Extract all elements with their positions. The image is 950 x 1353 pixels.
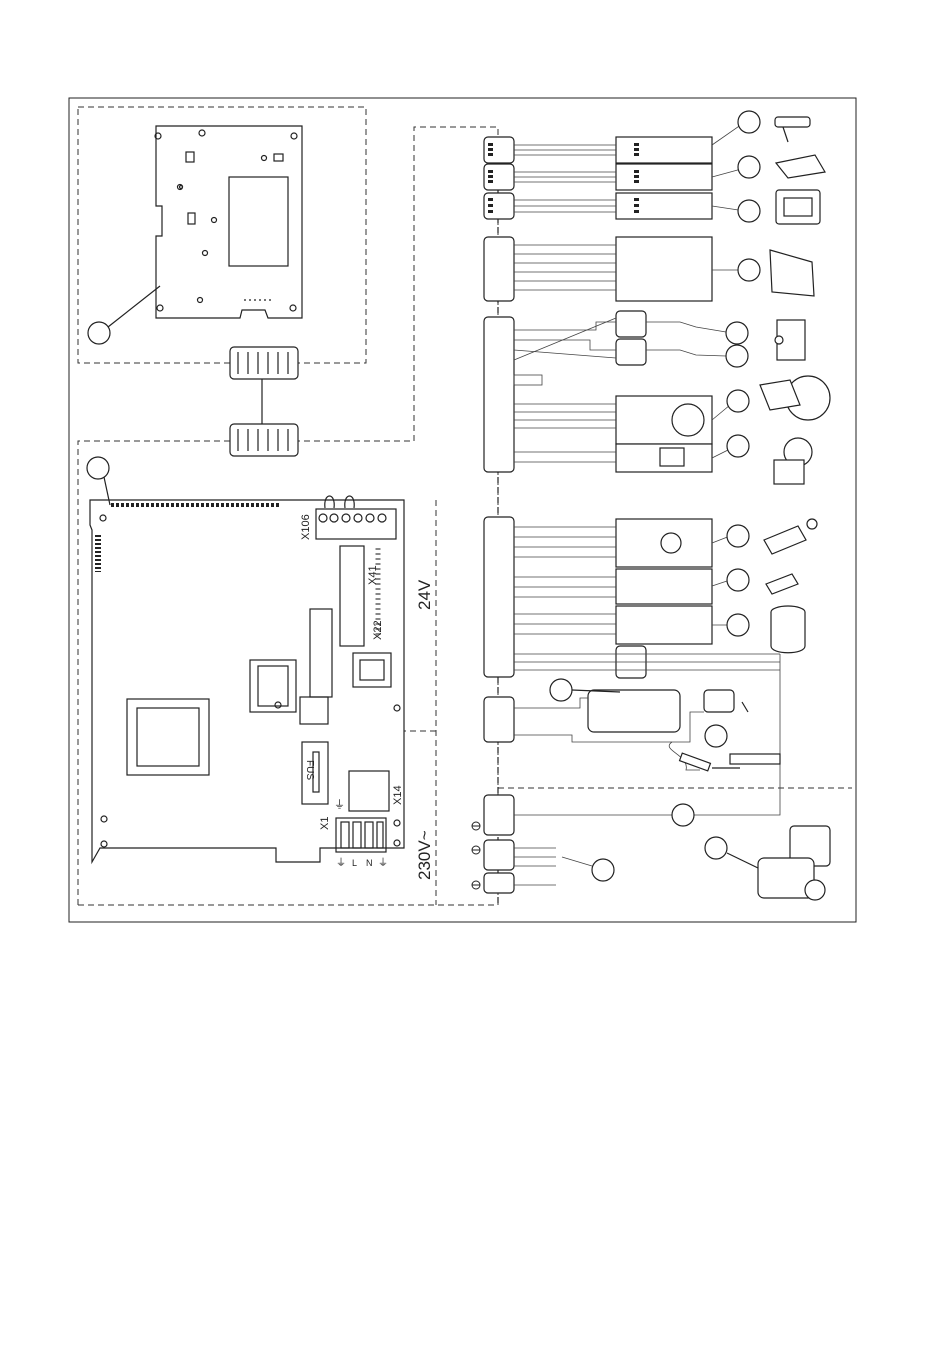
label-earth-x1b: ⏚ — [378, 857, 388, 869]
label-x106: X106 — [300, 514, 312, 540]
label-x1: X1 — [319, 817, 331, 830]
right-connector-column — [588, 137, 734, 732]
coil-icon — [771, 606, 805, 653]
pressure-switch-icon — [775, 320, 805, 360]
clip-sensor-icon — [776, 155, 825, 178]
label-fus: FUS — [304, 760, 315, 780]
label-x22: X22 — [372, 620, 384, 640]
fan-icon — [760, 376, 830, 420]
label-x41: X41 — [367, 565, 379, 585]
sensor-probe-icon — [775, 117, 810, 142]
label-earth-x14: ⏚ — [334, 798, 345, 811]
temperature-sensor-icon — [766, 574, 798, 594]
earth-symbols — [472, 822, 480, 889]
label-24v: 24V — [415, 579, 434, 610]
label-230v: 230V~ — [415, 830, 434, 880]
main-board — [90, 496, 404, 862]
actuator-icon — [764, 519, 817, 554]
label-n: N — [366, 858, 373, 868]
pump-icon — [758, 826, 830, 900]
label-earth-x1: ⏚ — [336, 857, 346, 869]
components — [680, 117, 830, 900]
room-controller-icon — [776, 190, 820, 224]
gas-valve-icon — [774, 438, 812, 484]
label-x14: X14 — [392, 785, 404, 805]
label-l: L — [352, 858, 357, 868]
radio-module-icon — [770, 250, 814, 296]
display-board — [155, 126, 302, 318]
left-connector-column — [484, 137, 514, 905]
ribbon-connectors — [230, 347, 298, 456]
